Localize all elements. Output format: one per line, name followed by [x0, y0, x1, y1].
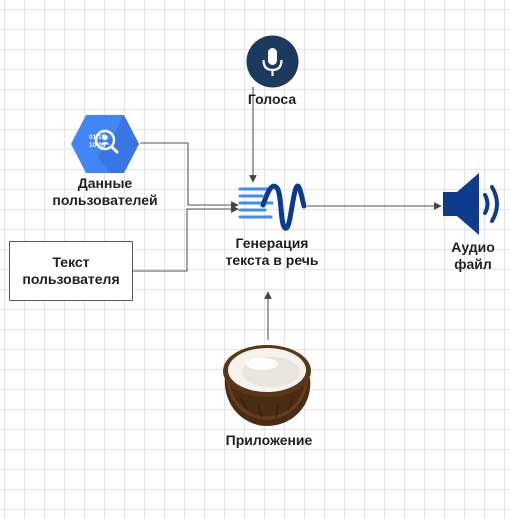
app-label: Приложение — [225, 432, 313, 448]
user-text-node[interactable]: Текст пользователя — [9, 241, 133, 301]
voices-label: Голоса — [247, 91, 297, 107]
sound-wave-icon — [238, 183, 306, 231]
user-data-label: Данные пользователей — [52, 175, 158, 208]
speaker-icon — [443, 173, 499, 235]
tts-label: Генерация текста в речь — [225, 235, 319, 268]
search-data-hexagon-icon: 01 15 10 05 — [71, 115, 139, 173]
edge-usertext-to-tts — [133, 205, 239, 272]
coconut-icon — [223, 345, 311, 426]
edge-userdata-to-tts — [140, 142, 239, 209]
microphone-icon — [246, 35, 299, 88]
user-text-label: Текст пользователя — [22, 254, 120, 287]
audio-label: Аудио файл — [451, 239, 495, 272]
